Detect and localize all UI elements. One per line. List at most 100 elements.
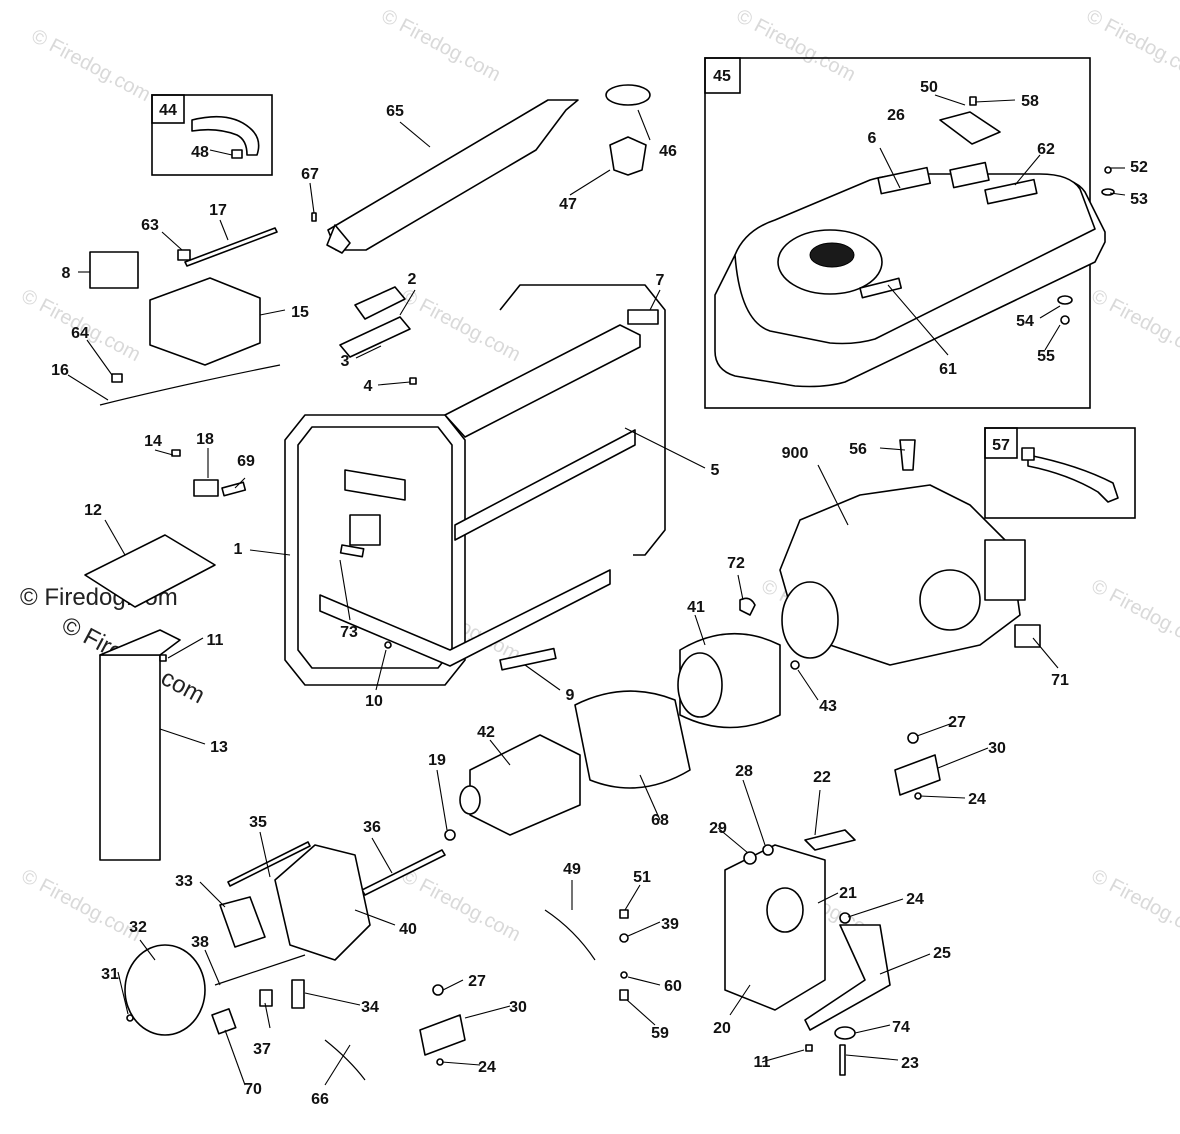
callout-10: 10: [365, 693, 383, 710]
callout-68: 68: [651, 812, 669, 829]
callout-14: 14: [144, 433, 162, 450]
cover-end-cap: [326, 224, 351, 254]
rotor-42: [469, 734, 581, 836]
engine-900: [779, 439, 1026, 666]
callout-58: 58: [1021, 93, 1039, 110]
callout-43: 43: [819, 698, 837, 715]
screw-10: [384, 641, 392, 649]
callout-900: 900: [782, 445, 809, 462]
fuel-hose: [191, 115, 260, 156]
screw-4: [409, 377, 417, 385]
nut-27a: [907, 732, 919, 744]
callout-36: 36: [363, 819, 381, 836]
callout-61: 61: [939, 361, 957, 378]
callout-22: 22: [813, 769, 831, 786]
box-label-44: 44: [159, 102, 177, 119]
callout-28: 28: [735, 763, 753, 780]
bolt-64: [111, 373, 123, 383]
decal-61: [859, 277, 903, 299]
callout-38: 38: [191, 934, 209, 951]
plug-70: [211, 1008, 237, 1035]
watermark: © Firedog.com: [398, 285, 524, 366]
callout-50: 50: [920, 79, 938, 96]
callout-7: 7: [656, 272, 665, 289]
nut-43: [790, 660, 800, 670]
terminal-51: [619, 909, 629, 919]
callout-9: 9: [566, 687, 575, 704]
callout-3: 3: [341, 353, 350, 370]
fuel-cap: [605, 84, 651, 106]
callout-29: 29: [709, 820, 727, 837]
rod-38: [214, 954, 306, 986]
callout-34: 34: [361, 999, 379, 1016]
tank-top-panel: [734, 173, 1096, 345]
bracket-25: [804, 924, 891, 1031]
frame-side-rail: [454, 429, 636, 541]
watermark: © Firedog.com: [1088, 865, 1180, 946]
callout-72: 72: [727, 555, 745, 572]
callout-19: 19: [428, 752, 446, 769]
cable-16: [99, 364, 281, 406]
box-label-57: 57: [992, 437, 1010, 454]
washer-74: [834, 1026, 856, 1040]
spring-71: [1014, 624, 1041, 648]
frame-handle-cutout: [344, 469, 406, 501]
wire-49: [544, 909, 596, 961]
gasket-22: [804, 829, 856, 851]
callout-35: 35: [249, 814, 267, 831]
decal-7: [627, 309, 659, 325]
screw-11b: [805, 1044, 813, 1052]
callout-16: 16: [51, 362, 69, 379]
callout-49: 49: [563, 861, 581, 878]
screw-58: [969, 96, 977, 106]
watermark: © Firedog.com: [18, 865, 144, 946]
nut-55: [1060, 315, 1070, 325]
screw-52: [1104, 166, 1112, 174]
fuel-valve-56: [899, 439, 916, 471]
frame-rear-tube: [499, 284, 666, 556]
panel-13: [99, 654, 161, 861]
fuel-gauge: [949, 161, 990, 189]
handle-grip-2: [354, 286, 406, 320]
callout-4: 4: [364, 378, 373, 395]
bolt-23: [839, 1044, 846, 1076]
watermark: © Firedog.com: [28, 25, 154, 106]
clip-72: [739, 597, 756, 616]
watermark: © Firedog.com: [733, 5, 859, 86]
screw-31: [126, 1014, 134, 1022]
end-bell-40: [274, 844, 371, 961]
stator-bore: [677, 652, 723, 718]
callout-27: 27: [468, 973, 486, 990]
washer-60: [620, 971, 628, 979]
brush-33: [219, 896, 266, 948]
engine-flywheel: [919, 569, 981, 631]
mount-30a: [894, 754, 941, 796]
hardware-kit-8: [89, 251, 139, 289]
callout-33: 33: [175, 873, 193, 890]
washer-53: [1101, 188, 1115, 196]
nut-24c: [839, 912, 851, 924]
engine-muffler-mount: [984, 539, 1026, 601]
callout-70: 70: [244, 1081, 262, 1098]
callout-55: 55: [1037, 348, 1055, 365]
decal-73: [339, 544, 365, 558]
decal-9: [499, 647, 557, 671]
callout-54: 54: [1016, 313, 1034, 330]
callout-48: 48: [191, 144, 209, 161]
handle-grip-3: [339, 316, 411, 358]
callout-25: 25: [933, 945, 951, 962]
callout-53: 53: [1130, 191, 1148, 208]
callout-13: 13: [210, 739, 228, 756]
callout-51: 51: [633, 869, 651, 886]
plate-12: [84, 534, 216, 608]
callout-30: 30: [988, 740, 1006, 757]
bolt-59: [619, 989, 629, 1001]
muffler-outlet: [766, 887, 804, 933]
callout-8: 8: [62, 265, 71, 282]
screw-67: [311, 212, 317, 222]
callout-17: 17: [209, 202, 227, 219]
callout-23: 23: [901, 1055, 919, 1072]
frame-top-rail: [444, 324, 641, 438]
callout-15: 15: [291, 304, 309, 321]
mount-30b: [419, 1014, 466, 1056]
